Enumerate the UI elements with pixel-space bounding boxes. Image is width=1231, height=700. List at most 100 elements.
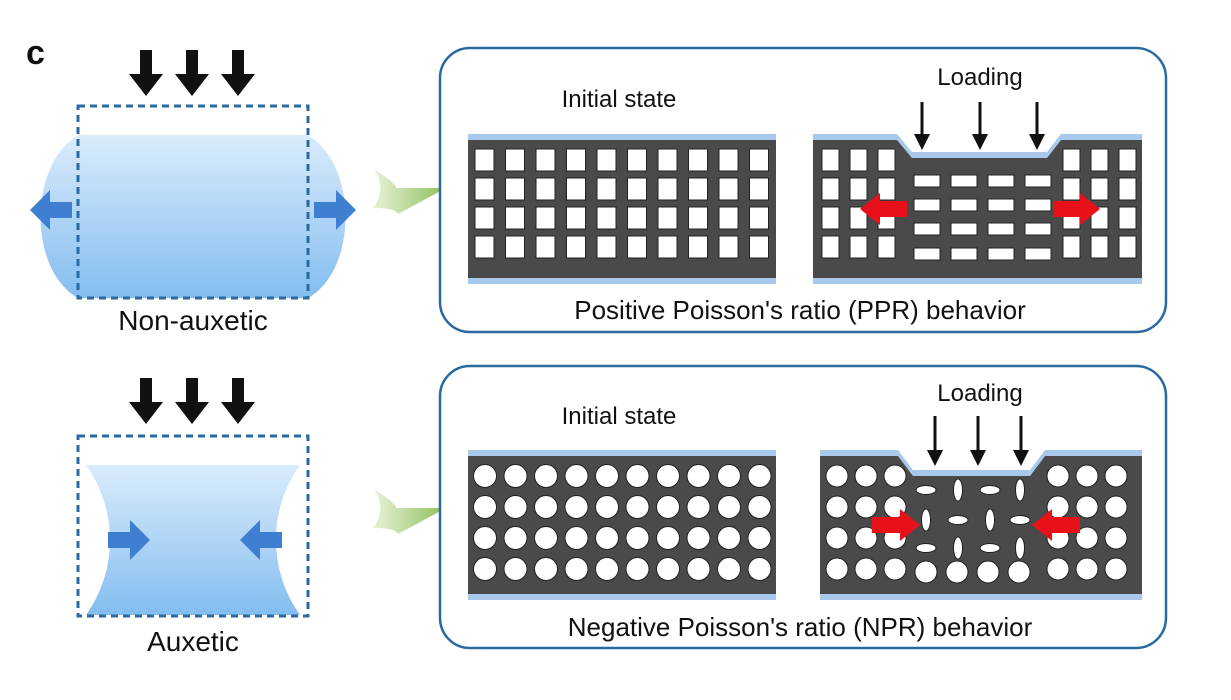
square-pore [1062,148,1081,172]
square-pore [877,235,896,259]
square-pore [821,206,840,230]
circle-pore [747,495,772,519]
expand-left-arrow-icon [30,190,72,230]
flattened-pore [1024,247,1052,261]
circle-pore [1075,495,1099,519]
square-pore [1090,235,1109,259]
square-pore [596,148,617,172]
compressed-pore [985,508,995,532]
square-pore [596,206,617,230]
panel-letter: c [26,34,45,72]
compressed-pore [1009,515,1031,525]
circle-pore [625,526,650,550]
flattened-pore [987,247,1015,261]
square-pore [627,235,647,259]
square-pore [566,148,586,172]
ppr-initial-pores [474,148,769,259]
square-pore [1118,177,1137,201]
npr-initial-skin-top [468,450,776,456]
square-pore [535,235,556,259]
square-pore [821,235,840,259]
transition-arrow-icon [373,168,446,214]
square-pore [849,235,868,259]
square-pore [657,148,678,172]
square-pore [877,177,896,201]
circle-pore [854,526,878,550]
square-pore [627,177,647,201]
square-pore [749,148,769,172]
ppr-loading-arrows [914,102,1045,150]
square-pore [1062,177,1081,201]
circle-pore [747,464,772,488]
circle-pore [534,526,558,550]
circle-pore [717,526,741,550]
compressed-pore [921,508,931,532]
square-pore [535,206,556,230]
square-pore [596,235,617,259]
compressed-pore [915,485,937,495]
circle-pore [534,557,558,581]
square-pore [627,206,647,230]
contract-right-arrow-icon [240,520,282,560]
circle-pore [883,557,907,581]
square-pore [849,148,868,172]
load-arrow-icon [129,50,163,96]
circle-pore [473,495,497,519]
square-pore [718,206,739,230]
circle-pore [1075,557,1099,581]
square-pore [535,177,556,201]
auxetic-dashed-outline [76,434,310,618]
npr-loading-label: Loading [937,380,1022,407]
flattened-pore [987,198,1015,212]
circle-pore [595,526,619,550]
square-pore [1062,235,1081,259]
flattened-pore [950,247,978,261]
square-pore [749,235,769,259]
transition-arrow-icon [373,488,446,534]
circle-pore [564,526,589,550]
square-pore [535,148,556,172]
circle-pore [625,464,650,488]
circle-pore [854,464,878,488]
npr-loaded-skin-bottom [820,594,1142,600]
square-pore [718,235,739,259]
compressed-pore [1015,478,1025,502]
npr-loaded-pores [825,464,1128,584]
circle-pore [747,526,772,550]
compressed-pore [979,543,1001,553]
square-pore [474,148,495,172]
circle-pore [564,495,589,519]
ppr-red-arrow-right-icon [1053,193,1100,225]
circle-pore [717,464,741,488]
circle-pore [595,495,619,519]
square-pore [1090,177,1109,201]
circle-pore [473,526,497,550]
circle-pore [1075,464,1099,488]
compressed-pore [953,478,963,502]
npr-initial-pores [473,464,772,581]
load-arrow-icon [221,378,255,424]
circle-pore [625,495,650,519]
circle-pore [656,464,680,488]
square-pore [566,206,586,230]
flattened-pore [913,222,941,236]
circle-pore [914,560,938,584]
auxetic-body [86,465,300,615]
square-pore [821,177,840,201]
circle-pore [686,464,711,488]
npr-loading-arrows [927,416,1029,466]
flattened-pore [950,222,978,236]
flattened-pore [1024,222,1052,236]
circle-pore [473,557,497,581]
circle-pore [656,526,680,550]
circle-pore [1007,560,1031,584]
contract-left-arrow-icon [108,520,150,560]
circle-pore [1104,557,1128,581]
ppr-initial-skin-bottom [468,278,776,284]
circle-pore [747,557,772,581]
circle-pore [656,495,680,519]
flattened-pore [950,198,978,212]
load-arrows-top [129,378,255,424]
circle-pore [595,464,619,488]
circle-pore [854,495,878,519]
